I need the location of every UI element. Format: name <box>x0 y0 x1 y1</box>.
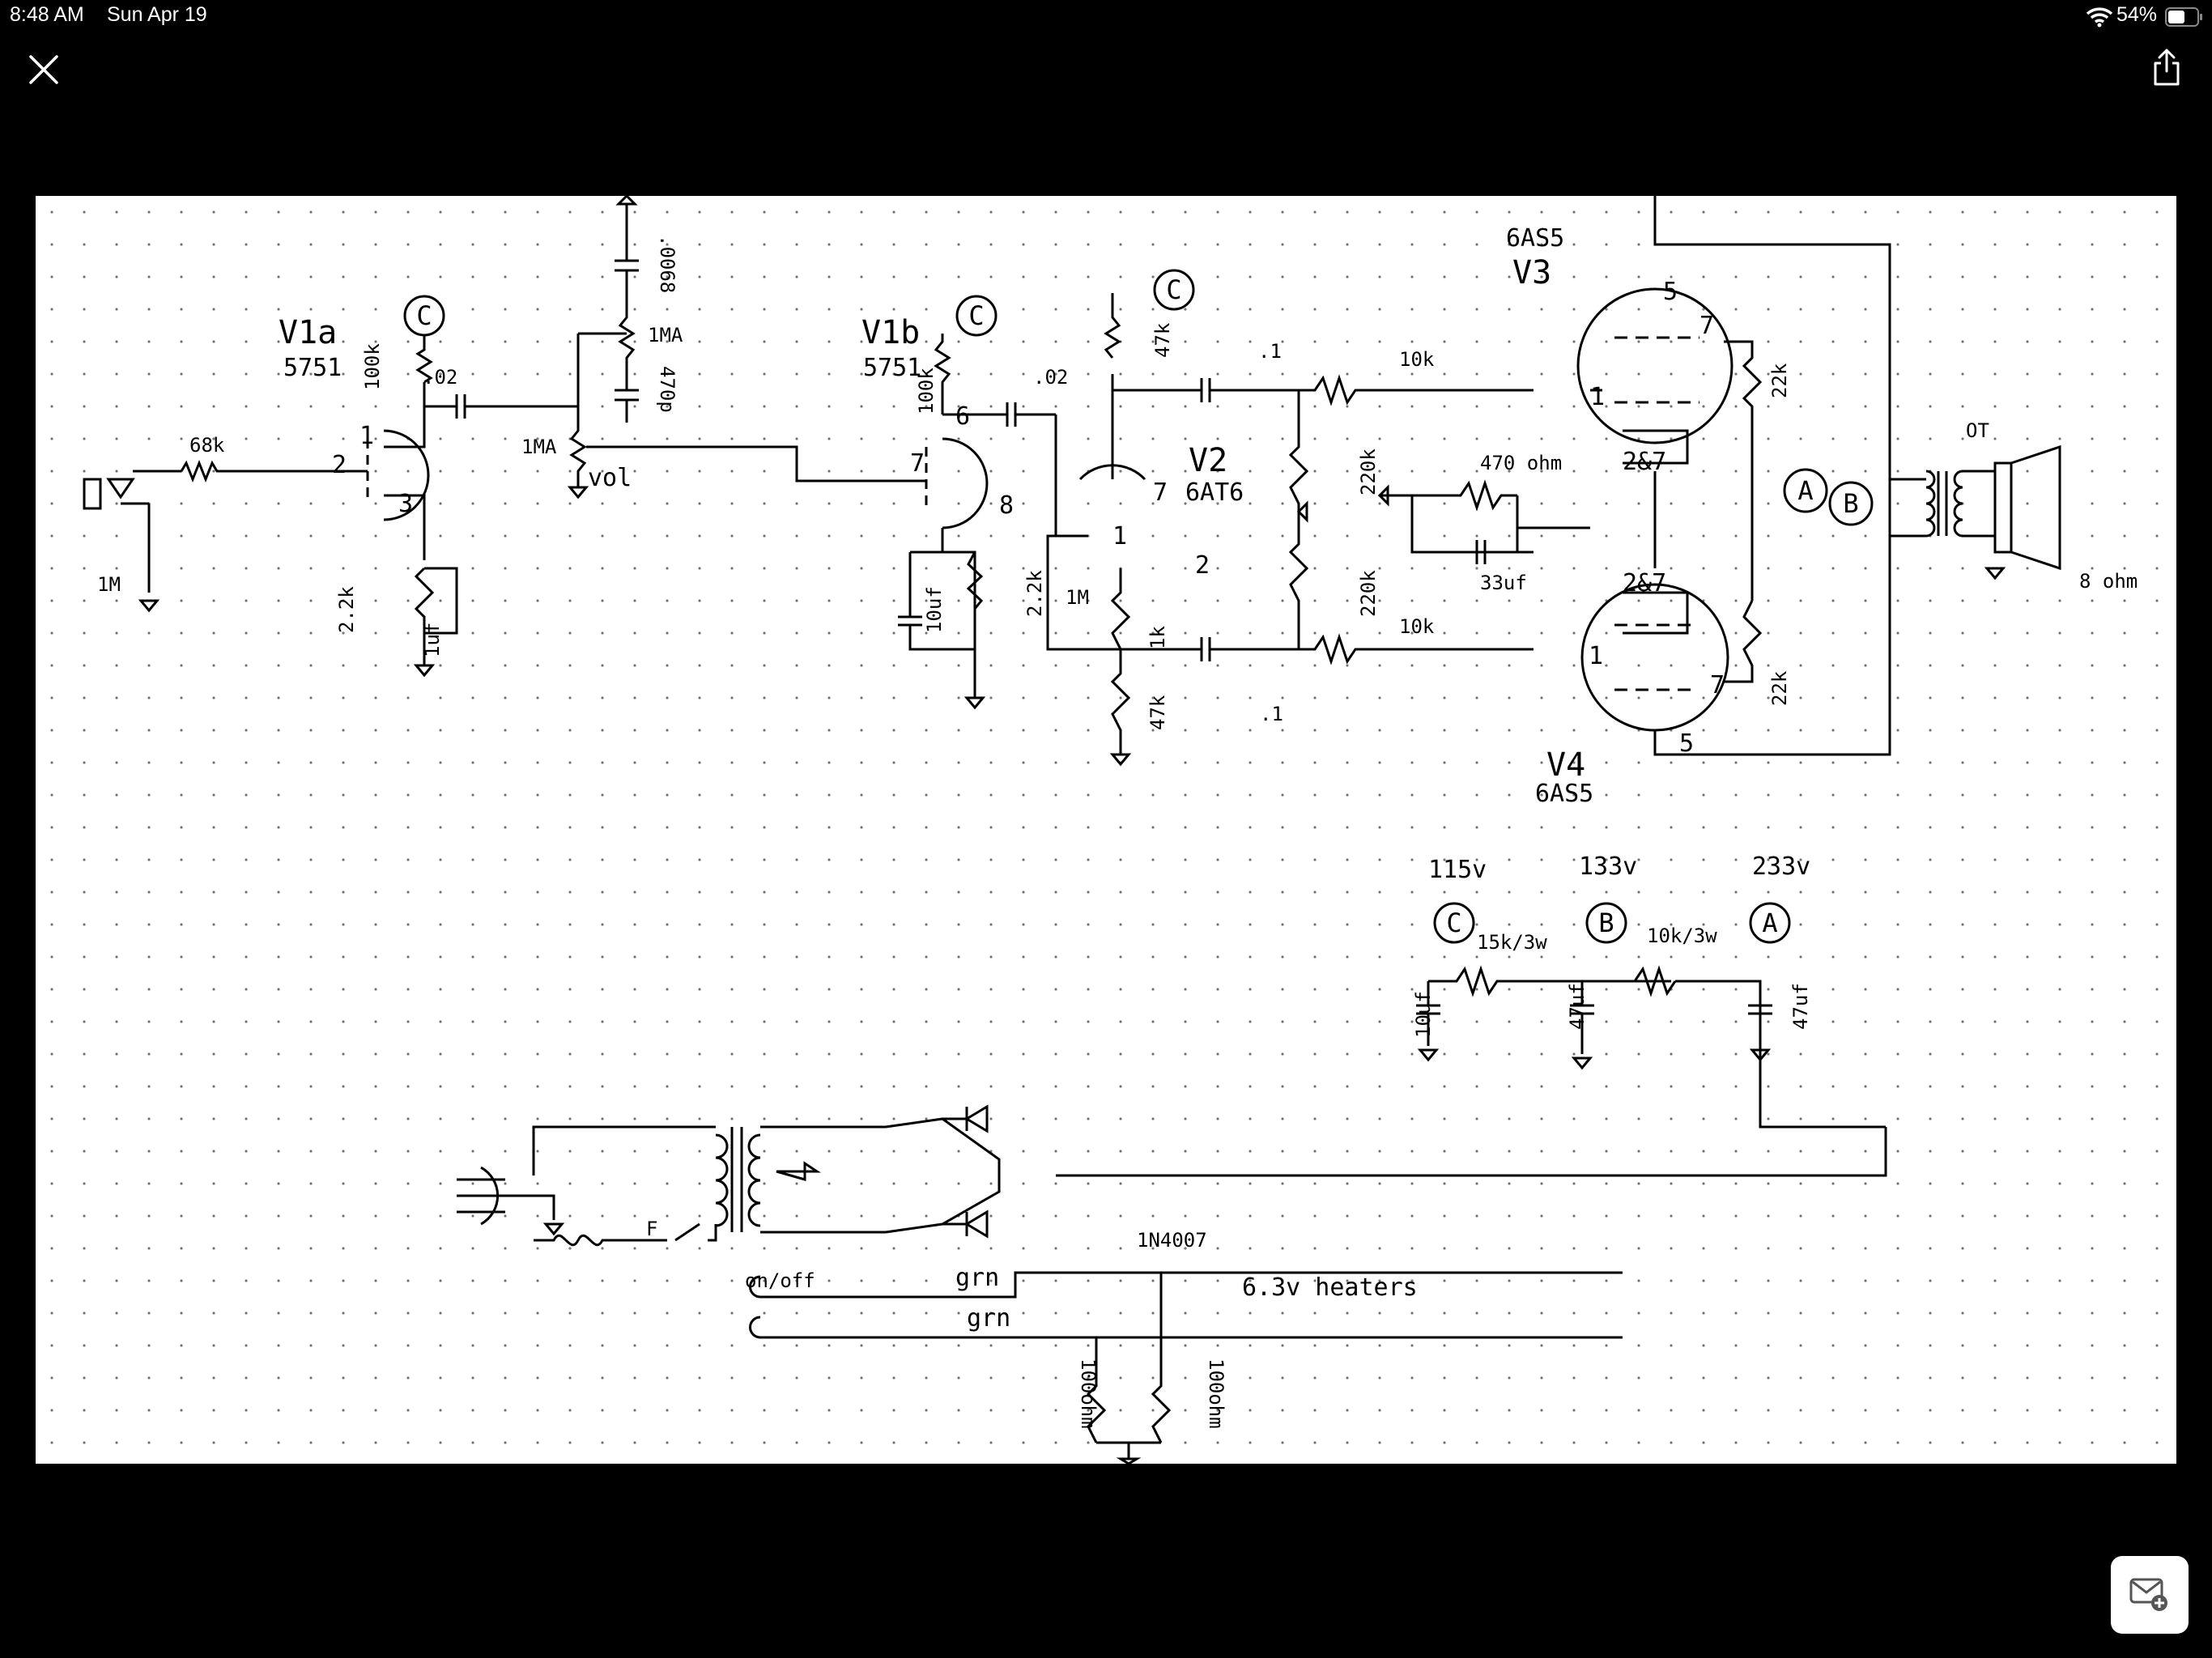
tube-v1b-type: 5751 <box>863 354 921 382</box>
resistor-label: 1k <box>1146 626 1169 649</box>
resistor-label: 100ohm <box>1205 1358 1227 1429</box>
pin-label: 1 <box>1112 522 1127 551</box>
fuse-label: F <box>646 1218 657 1240</box>
tube-v1a-type: 5751 <box>283 354 342 382</box>
pin-label: 2 <box>1195 551 1210 580</box>
voltage-label: 115v <box>1428 856 1487 884</box>
status-time: 8:48 AM <box>10 3 84 26</box>
pot-label: 1MA <box>521 436 557 458</box>
capacitor-label: 47uf <box>1566 983 1589 1030</box>
resistor-label: 10k <box>1399 348 1435 371</box>
pin-label: 7 <box>1710 671 1725 699</box>
capacitor-label: 10uf <box>1412 991 1435 1038</box>
resistor-label: 220k <box>1357 449 1380 495</box>
resistor-label: 22k <box>1768 670 1791 706</box>
capacitor-label: .1 <box>1258 340 1282 363</box>
capacitor-label: 1uf <box>421 623 444 657</box>
resistor-label: 1M <box>97 573 121 596</box>
resistor-label: 2.2k <box>1023 570 1046 617</box>
capacitor-label: .1 <box>1260 703 1283 725</box>
node-b-label: B <box>1598 908 1614 938</box>
battery-icon <box>2165 7 2202 27</box>
tube-v3-type: 6AS5 <box>1506 224 1564 253</box>
resistor-label: 100k <box>915 368 938 414</box>
pin-label: 5 <box>1679 729 1694 758</box>
markup-button[interactable] <box>2111 1556 2189 1634</box>
pin-label: 1 <box>1589 642 1603 670</box>
transformer-label: OT <box>1966 419 1989 442</box>
resistor-label: 2.2k <box>335 586 358 633</box>
node-a-label: A <box>1762 908 1777 938</box>
pin-label: 7 <box>1699 312 1714 340</box>
node-c-label: C <box>1166 274 1181 305</box>
pot-label: 1MA <box>648 324 683 346</box>
share-icon[interactable] <box>2150 47 2183 87</box>
capacitor-label: 33uf <box>1480 572 1527 594</box>
node-b-label: B <box>1843 488 1858 519</box>
resistor-label: 10k <box>1399 615 1435 638</box>
pin-label: 6 <box>955 402 970 431</box>
battery-percent: 54% <box>2116 3 2158 26</box>
wire-color-label: grn <box>955 1264 999 1292</box>
capacitor-label: 10uf <box>923 586 946 633</box>
tube-v3-name: V3 <box>1512 254 1551 291</box>
resistor-label: 100ohm <box>1077 1358 1100 1429</box>
capacitor-label: .0068 <box>656 235 678 293</box>
node-c-label: C <box>968 300 984 331</box>
tube-v1b-name: V1b <box>861 314 920 351</box>
wifi-icon <box>2086 7 2113 28</box>
tube-v2-type: 6AT6 <box>1185 478 1244 507</box>
resistor-label: 470 ohm <box>1480 452 1562 474</box>
pin-label: 2&7 <box>1623 569 1666 597</box>
mail-add-icon <box>2129 1578 2167 1611</box>
status-date: Sun Apr 19 <box>107 3 207 26</box>
tube-v4-type: 6AS5 <box>1535 780 1593 808</box>
resistor-label: 1M <box>1066 586 1089 609</box>
resistor-label: 100k <box>361 343 384 390</box>
pin-label: 2&7 <box>1623 448 1666 476</box>
resistor-label: 15k/3w <box>1477 931 1547 954</box>
tube-v1a-name: V1a <box>279 314 337 351</box>
pin-label: 3 <box>398 490 413 518</box>
wire-color-label: grn <box>967 1304 1010 1333</box>
pin-label: 2 <box>332 451 347 479</box>
resistor-label: 10k/3w <box>1647 925 1717 947</box>
resistor-label: 47k <box>1146 695 1169 730</box>
node-c-label: C <box>416 300 432 331</box>
pin-label: 5 <box>1663 278 1678 306</box>
volume-label: vol <box>588 464 632 492</box>
pin-label: 1 <box>1590 383 1605 411</box>
capacitor-label: .02 <box>1033 366 1068 389</box>
capacitor-label: 470p <box>656 366 678 413</box>
switch-label: on/off <box>745 1269 815 1292</box>
resistor-label: 220k <box>1357 570 1380 617</box>
pin-label: 7 <box>910 449 925 478</box>
resistor-label: 22k <box>1768 363 1791 398</box>
resistor-label: 47k <box>1151 322 1174 358</box>
close-icon[interactable] <box>28 53 60 86</box>
voltage-label: 233v <box>1752 852 1810 881</box>
speaker-label: 8 ohm <box>2079 570 2138 593</box>
tube-v2-name: V2 <box>1189 442 1227 479</box>
voltage-label: 133v <box>1579 852 1637 881</box>
diode-label: 1N4007 <box>1137 1229 1207 1252</box>
node-c-label: C <box>1446 908 1461 938</box>
pin-label: 8 <box>999 491 1014 520</box>
node-a-label: A <box>1797 475 1813 506</box>
schematic-diagram: C C C B A C B A V1a V1b V2 V3 V4 5751 57… <box>36 196 2176 1464</box>
schematic-image: C C C B A C B A V1a V1b V2 V3 V4 5751 57… <box>36 196 2176 1464</box>
capacitor-label: 47uf <box>1789 983 1812 1030</box>
resistor-label: 68k <box>189 434 225 457</box>
capacitor-label: .02 <box>423 366 457 389</box>
status-bar: 8:48 AM Sun Apr 19 54% <box>0 0 2212 36</box>
pin-label: 7 <box>1153 478 1168 507</box>
pin-label: 1 <box>359 422 374 450</box>
tube-v4-name: V4 <box>1546 746 1585 784</box>
heaters-label: 6.3v heaters <box>1242 1273 1418 1302</box>
